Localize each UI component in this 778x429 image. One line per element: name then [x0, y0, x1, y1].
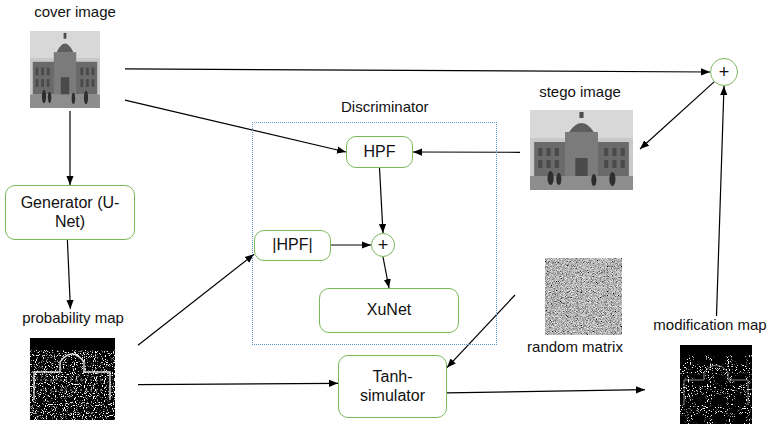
process-box: HPF — [346, 136, 413, 168]
image-label: probability map — [22, 309, 124, 326]
arrow-connector — [138, 254, 254, 345]
box-label: Generator (U-Net) — [20, 194, 120, 231]
probability-map-picture — [30, 338, 115, 420]
process-box: XuNet — [319, 288, 459, 333]
arrow-connector — [67, 240, 70, 309]
sum-circle: + — [710, 58, 738, 86]
operator-symbol: + — [719, 63, 730, 81]
process-box: Tanh-simulator — [338, 355, 447, 418]
process-box: Generator (U-Net) — [5, 185, 135, 240]
discriminator-group: DiscriminatorHPF|HPF|+XuNet — [252, 122, 497, 345]
box-label: XuNet — [367, 301, 411, 319]
box-label: Tanh-simulator — [352, 368, 434, 405]
modification-map-picture — [680, 345, 752, 424]
arrow-connector — [380, 168, 384, 233]
arrow-connector — [138, 383, 338, 384]
group-heading: Discriminator — [341, 98, 429, 115]
image-panel: cover image — [25, 3, 125, 111]
arrow-connector — [125, 69, 710, 72]
arrow-connector — [125, 100, 346, 152]
arrow-connector — [717, 86, 725, 316]
arrow-connector — [640, 82, 714, 149]
image-panel: random matrix — [515, 255, 635, 355]
operator-symbol: + — [378, 236, 389, 254]
process-box: |HPF| — [254, 230, 331, 261]
image-label: random matrix — [527, 338, 623, 355]
box-label: HPF — [364, 143, 396, 161]
sum-circle: + — [371, 233, 395, 257]
image-panel: modification map — [645, 316, 775, 426]
box-label: |HPF| — [272, 236, 312, 254]
arrow-connector — [383, 257, 389, 288]
image-label: modification map — [653, 316, 766, 333]
arrow-connector — [331, 244, 371, 245]
image-label: cover image — [34, 3, 116, 20]
arrow-connector — [413, 151, 520, 153]
arrow-connector — [447, 390, 645, 393]
cover-image-picture — [30, 31, 100, 108]
random-matrix-picture — [545, 258, 622, 335]
image-panel: stego image — [520, 83, 640, 193]
stego-image-picture — [530, 110, 633, 190]
arrow-connector — [69, 111, 70, 185]
image-label: stego image — [539, 83, 621, 100]
image-panel: probability map — [8, 309, 138, 422]
